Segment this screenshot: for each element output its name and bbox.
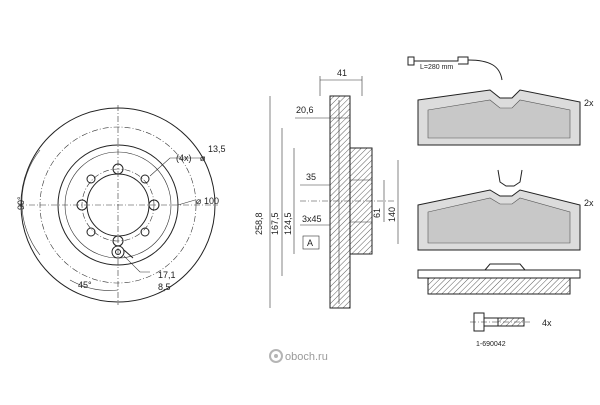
bolt-qty: 4x [542, 318, 552, 328]
pad-profile-clip [484, 263, 526, 271]
center-diameter: 100 [204, 196, 219, 206]
watermark-logo [269, 349, 283, 363]
diameter-symbol: ⌀ [200, 153, 206, 163]
dia-124-5: 124,5 [283, 212, 293, 235]
pin-arrow [123, 249, 134, 259]
leader-center-dia [177, 199, 196, 206]
pin-hole-diameter: 17,1 [158, 270, 176, 280]
brake-pads: L=280 mm 2x 2x [407, 56, 594, 295]
brake-pad-top-lining [427, 99, 571, 139]
friction-ring-section [329, 95, 351, 309]
wear-sensor: L=280 mm [407, 56, 503, 81]
leader-bolt-hole [149, 157, 205, 177]
bolt-part-number: 1-690042 [476, 341, 506, 348]
bolt-hole-diameter: 13,5 [208, 144, 226, 154]
sensor-cable [414, 56, 469, 65]
width-41: 41 [337, 68, 347, 78]
sensor-length: L=280 mm [420, 64, 453, 71]
bolt-hole [86, 227, 96, 237]
sensor-connector [407, 56, 415, 66]
bolt-hole [140, 227, 150, 237]
bolt-hole [76, 199, 88, 211]
bolt-hole [86, 174, 96, 184]
disc-section-view: 41 20,6 258,8 167,5 124,5 35 3x45 A 61 1… [254, 68, 399, 309]
leader-pin-hole [123, 255, 150, 273]
pin-hole-inner-diameter: 8,5 [158, 282, 171, 292]
caliper-bolt: 4x 1-690042 [470, 312, 552, 348]
dia-140: 140 [387, 207, 397, 222]
disc-front-view: (4x) ⌀ 13,5 ⌀ 100 90° 45° 17,1 8,5 [16, 105, 226, 305]
bolt-hole [148, 199, 160, 211]
angle-45-arc [69, 279, 119, 291]
sensor-lead [467, 59, 503, 81]
bolt-hole [112, 163, 124, 175]
dim-20-6: 20,6 [296, 105, 314, 115]
bolt-holes-label: (4x) [176, 153, 192, 163]
chamfer-3x45: 3x45 [302, 214, 322, 224]
dia-61: 61 [372, 208, 382, 218]
dim-35: 35 [306, 172, 316, 182]
dia-167-5: 167,5 [270, 212, 280, 235]
angle-90-label: 90° [16, 196, 26, 210]
angle-45-label: 45° [78, 280, 92, 290]
pad-backplate-profile [417, 269, 581, 279]
locating-pin-hole [111, 245, 125, 259]
datum-A: A [307, 238, 313, 248]
qty-top: 2x [584, 98, 594, 108]
datum-box [302, 235, 320, 250]
bolt-hole [140, 174, 150, 184]
dia-258-8: 258,8 [254, 212, 264, 235]
angle-90-arc [21, 149, 41, 256]
diameter-symbol: ⌀ [196, 196, 202, 206]
brake-pad-bottom-lining [427, 197, 571, 244]
bolt-circle [81, 168, 155, 242]
spring-clip [497, 169, 523, 187]
watermark-text: oboch.ru [285, 351, 328, 363]
watermark: oboch.ru [269, 349, 328, 363]
qty-bottom: 2x [584, 198, 594, 208]
pad-friction-profile [427, 277, 571, 295]
